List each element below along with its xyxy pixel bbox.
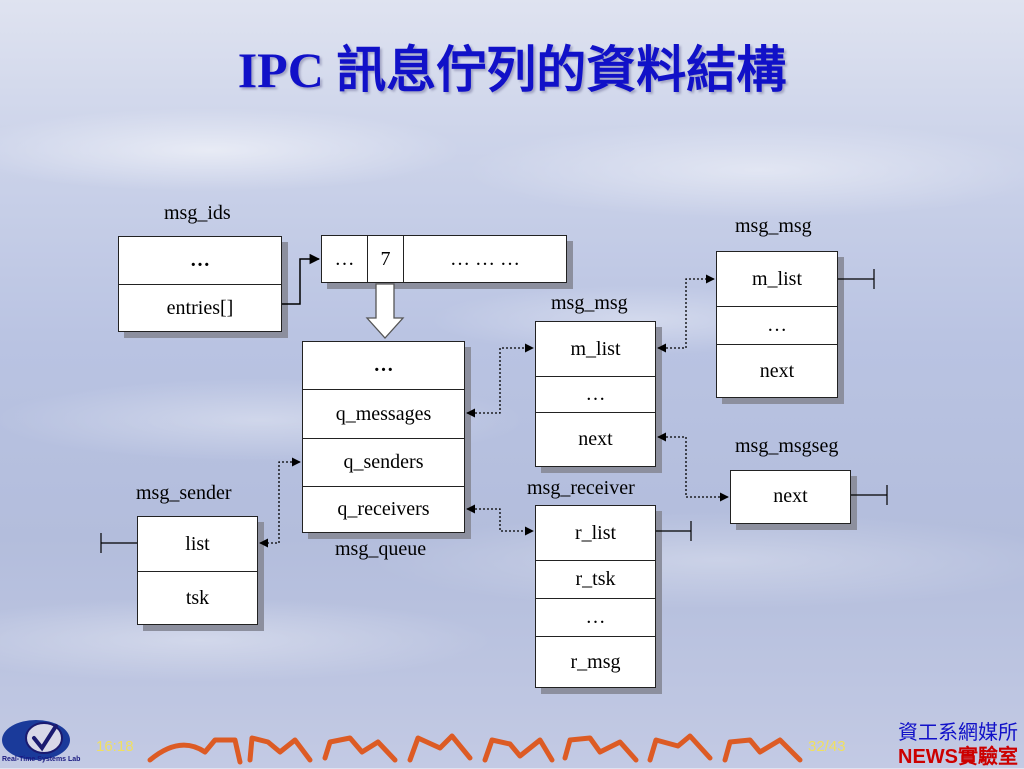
receiver-r-msg: r_msg	[536, 636, 655, 687]
entries-array-box: … 7 … … …	[321, 235, 567, 283]
label-msg-ids: msg_ids	[164, 202, 231, 224]
receiver-r-list: r_list	[574, 521, 617, 544]
msgseg-next: next	[773, 484, 808, 507]
top-next: next	[717, 344, 837, 397]
msg-ids-entries: entries[]	[119, 284, 281, 331]
msg-ids-ellipsis: …	[190, 249, 210, 271]
sender-list: list	[185, 532, 210, 555]
msg-queue-box: … q_messages q_senders q_receivers	[302, 341, 465, 533]
array-cell-index: 7	[367, 236, 403, 282]
arrow-entries-to-array	[282, 253, 321, 305]
msg-sender-box: list tsk	[137, 516, 258, 625]
hollow-down-arrow	[365, 283, 405, 339]
footer-time: 16:18	[96, 738, 134, 755]
queue-q-messages: q_messages	[303, 389, 464, 438]
msg-msgseg-box: next	[730, 470, 851, 524]
label-msg-sender: msg_sender	[136, 482, 232, 504]
msg-receiver-box: r_list r_tsk … r_msg	[535, 505, 656, 688]
lab-logo-icon	[2, 720, 70, 760]
footer-page-number: 32/43	[808, 738, 846, 755]
array-cell-ellipsis: …	[334, 247, 355, 270]
msg-msg-mid-box: m_list … next	[535, 321, 656, 467]
label-msg-queue: msg_queue	[335, 538, 427, 560]
top-m-list: m_list	[751, 267, 802, 290]
footer-lab-name: NEWS實驗室	[898, 746, 1018, 768]
top-ellipsis: …	[717, 306, 837, 344]
arrow-mid-top-mlist	[657, 274, 715, 353]
queue-q-receivers: q_receivers	[303, 486, 464, 532]
mid-next: next	[536, 412, 655, 466]
arrow-qmessages-mlist	[466, 343, 534, 418]
msg-msg-top-box: m_list … next	[716, 251, 838, 398]
arrow-next-to-msgseg	[657, 432, 729, 502]
label-msg-msg-top: msg_msg	[735, 215, 812, 237]
label-msg-receiver: msg_receiver	[527, 477, 635, 499]
mid-m-list: m_list	[570, 337, 621, 360]
footer-skyline-decoration	[147, 733, 803, 765]
receiver-r-tsk: r_tsk	[536, 560, 655, 598]
mid-ellipsis: …	[536, 376, 655, 412]
msg-ids-box: … entries[]	[118, 236, 282, 332]
footer-department: 資工系網媒所	[898, 720, 1018, 744]
queue-q-senders: q_senders	[303, 438, 464, 486]
queue-ellipsis: …	[373, 354, 394, 376]
arrow-qreceivers-rlist	[466, 504, 534, 536]
receiver-ellipsis: …	[536, 598, 655, 636]
label-msg-msgseg: msg_msgseg	[735, 435, 839, 457]
lab-logo-text: Real-Time Systems Lab	[2, 756, 81, 763]
arrow-qsenders-list	[259, 457, 301, 548]
page-title: IPC 訊息佇列的資料結構	[237, 42, 787, 98]
label-msg-msg-mid: msg_msg	[551, 292, 628, 314]
sender-tsk: tsk	[138, 571, 257, 624]
array-cell-rest: … … …	[403, 236, 566, 282]
